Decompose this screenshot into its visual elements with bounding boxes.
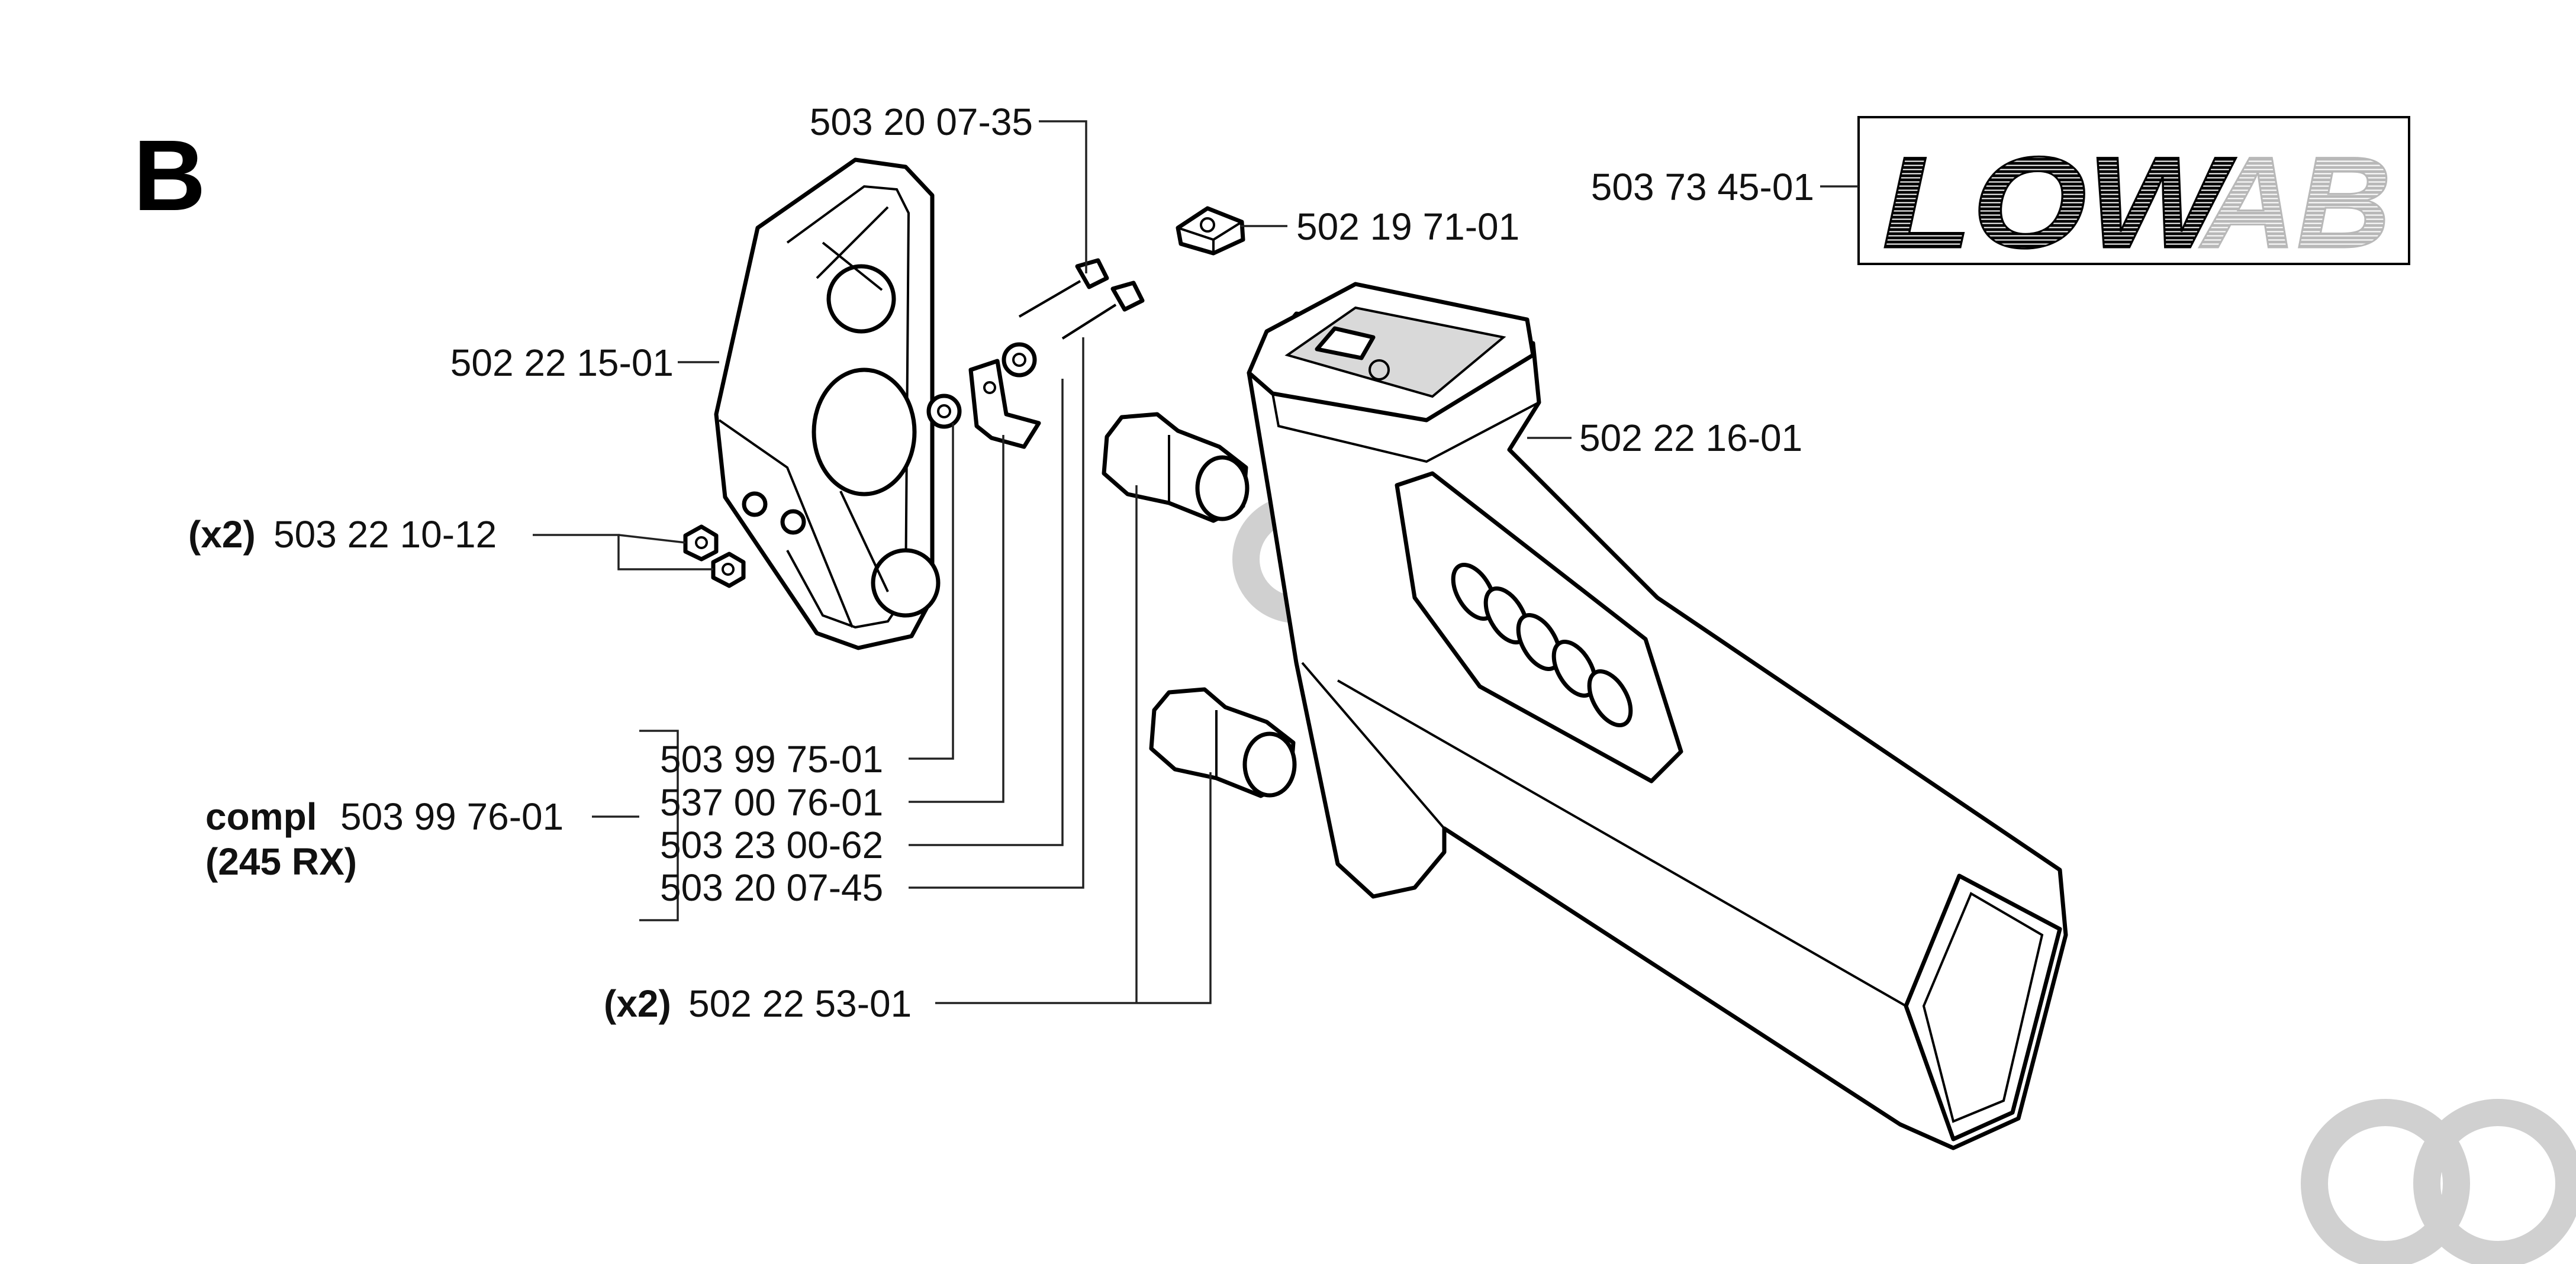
- section-letter: B: [133, 120, 206, 232]
- screw-upper: [1018, 258, 1109, 318]
- label-kit-item-4: 503 20 07-45: [660, 866, 883, 909]
- label-nuts: 503 22 10-12: [273, 513, 497, 556]
- grip-slots: [1451, 562, 1633, 728]
- label-square-nut: 502 19 71-01: [1296, 205, 1519, 248]
- decal-text-light: AB: [2199, 130, 2391, 275]
- label-bolt-top: 503 20 07-35: [810, 101, 1033, 143]
- nut-upper: [683, 524, 719, 562]
- nut-lower: [711, 552, 746, 588]
- washer: [1002, 342, 1037, 378]
- decal: LOW AB: [1857, 116, 2410, 276]
- label-handle: 502 22 16-01: [1579, 417, 1802, 459]
- label-grips-qty: (x2): [604, 982, 671, 1025]
- leader-lines: [533, 120, 1859, 1004]
- screw-lower: [1061, 280, 1145, 340]
- grip-lower: [1149, 687, 1297, 798]
- spacer: [926, 394, 962, 429]
- clip-bracket: [968, 359, 1041, 449]
- label-kit-prefix: compl: [205, 795, 317, 838]
- label-decal: 503 73 45-01: [1591, 166, 1814, 208]
- watermark-corner: [2301, 1099, 2576, 1264]
- label-cover: 502 22 15-01: [450, 341, 674, 384]
- label-kit-item-2: 537 00 76-01: [660, 781, 883, 824]
- square-nut: [1176, 206, 1245, 256]
- label-grips: 502 22 53-01: [688, 982, 912, 1025]
- decal-text-dark: LOW: [1882, 130, 2236, 275]
- label-kit-item-1: 503 99 75-01: [660, 738, 883, 781]
- label-kit-model: (245 RX): [205, 840, 357, 883]
- label-kit-number: 503 99 76-01: [340, 795, 564, 838]
- label-kit-item-3: 503 23 00-62: [660, 824, 883, 866]
- handle-cover: [714, 157, 941, 650]
- handle-body: [1247, 282, 2068, 1150]
- grip-upper: [1102, 412, 1250, 523]
- label-nuts-qty: (x2): [188, 513, 256, 556]
